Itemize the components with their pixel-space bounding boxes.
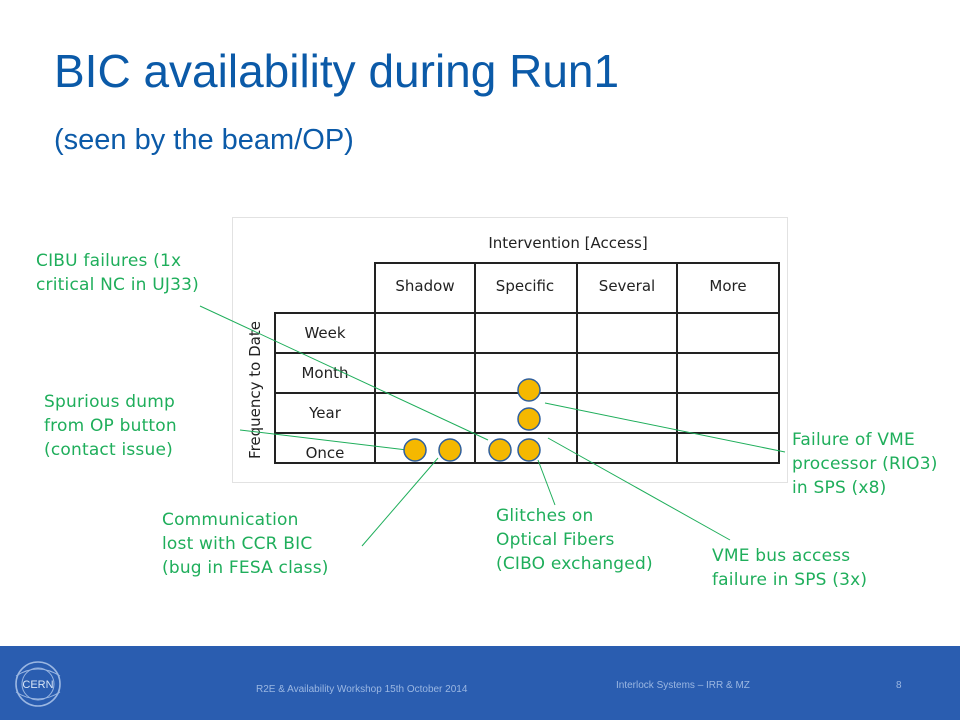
annotation-vme-bus-failure: VME bus access failure in SPS (3x) (712, 546, 868, 590)
leader-vme-bus (547, 437, 731, 541)
event-marker (488, 438, 512, 462)
row-label-month: Month (301, 364, 348, 382)
page-number: 8 (896, 680, 902, 691)
column-header-more: More (709, 277, 746, 295)
leader-spurious (239, 429, 408, 451)
leader-lines (199, 305, 786, 547)
event-marker (403, 438, 427, 462)
slide-subtitle: (seen by the beam/OP) (54, 124, 354, 156)
frequency-axis-label: Frequency to Date (246, 321, 264, 459)
row-label-week: Week (304, 324, 345, 342)
cern-logo-icon: CERN (15, 661, 61, 707)
event-marker (438, 438, 462, 462)
risk-matrix-figure: Intervention [Access] Shadow Specific Se… (232, 217, 788, 483)
annotation-communication-lost: Communication lost with CCR BIC (bug in … (162, 510, 329, 578)
leader-vme-processor (544, 402, 786, 453)
leader-communication (361, 457, 439, 547)
footer-bar: CERN R2E & Availability Workshop 15th Oc… (0, 646, 960, 720)
cern-logo-text: CERN (22, 679, 53, 691)
column-header-specific: Specific (496, 277, 554, 295)
annotation-glitches-optical: Glitches on Optical Fibers (CIBO exchang… (496, 506, 653, 574)
footer-center: Interlock Systems – IRR & MZ (616, 680, 750, 691)
annotation-vme-processor-failure: Failure of VME processor (RIO3) in SPS (… (792, 430, 938, 498)
leader-glitches (537, 459, 556, 506)
event-marker (517, 438, 541, 462)
event-markers (403, 378, 541, 462)
risk-matrix-svg: Intervention [Access] Shadow Specific Se… (246, 234, 780, 464)
row-label-year: Year (308, 404, 342, 422)
event-marker (517, 378, 541, 402)
footer-event: R2E & Availability Workshop 15th October… (256, 684, 468, 695)
leader-cibu (199, 305, 489, 441)
annotation-cibu-failures: CIBU failures (1x critical NC in UJ33) (36, 251, 199, 295)
annotation-spurious-dump: Spurious dump from OP button (contact is… (44, 392, 177, 460)
column-header-several: Several (599, 277, 655, 295)
row-label-once: Once (306, 444, 345, 462)
intervention-header: Intervention [Access] (488, 234, 647, 252)
slide-title: BIC availability during Run1 (54, 45, 620, 97)
column-header-shadow: Shadow (395, 277, 454, 295)
event-marker (517, 407, 541, 431)
